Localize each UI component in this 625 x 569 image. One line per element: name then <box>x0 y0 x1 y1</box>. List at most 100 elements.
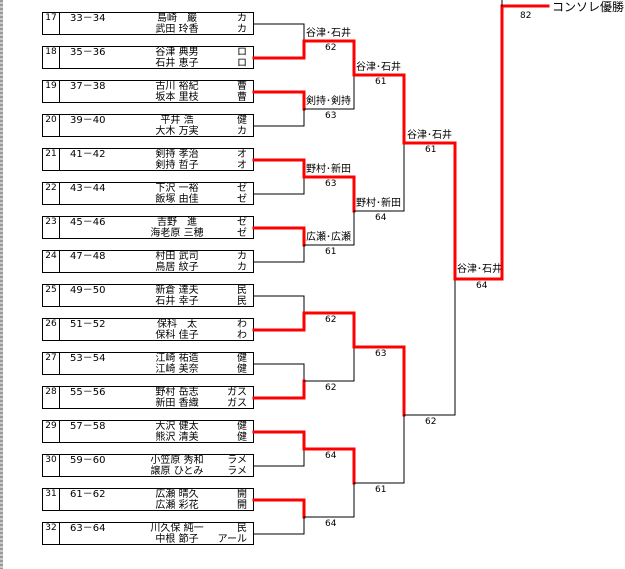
player-1-name: 谷津 典男 <box>155 47 199 58</box>
match-score: 61 <box>325 247 337 257</box>
player-2-name: 保科 佳子 <box>155 330 199 341</box>
entry-range: 43－44 <box>70 183 106 194</box>
player-2-club: ゼ <box>237 194 247 205</box>
player-2-name: 石井 恵子 <box>155 58 199 69</box>
player-1-name: 平井 浩 <box>160 115 194 126</box>
player-2-club: カ <box>237 126 247 137</box>
player-2-name: 広瀬 彩花 <box>155 500 199 511</box>
player-1-name: 新倉 達夫 <box>155 285 199 296</box>
player-2-name: 中根 節子 <box>155 534 199 545</box>
player-1-club: カ <box>237 251 247 262</box>
entry-range: 53－54 <box>70 353 106 364</box>
player-1-club: 健 <box>237 115 247 126</box>
player-1-name: 下沢 一裕 <box>155 183 199 194</box>
player-1-name: 剣持 孝治 <box>155 149 199 160</box>
player-1-club: ロ <box>237 47 247 58</box>
entry-range: 35－36 <box>70 47 106 58</box>
entry-range: 55－56 <box>70 387 106 398</box>
entry-range: 63－64 <box>70 523 106 534</box>
match-score: 61 <box>375 485 387 495</box>
player-2-club: ラメ <box>227 466 247 477</box>
player-2-name: 熊沢 清美 <box>155 432 199 443</box>
champion-label: コンソレ優勝 <box>552 0 625 14</box>
match-score: 63 <box>325 179 337 189</box>
player-2-club: ガス <box>227 398 247 409</box>
entry-number: 28 <box>43 387 60 408</box>
entry-range: 59－60 <box>70 455 106 466</box>
player-2-club: 開 <box>237 500 247 511</box>
player-1-name: 川久保 純一 <box>150 523 204 534</box>
entry-number: 27 <box>43 353 60 374</box>
entry-number: 29 <box>43 421 60 442</box>
player-2-name: 譲原 ひとみ <box>150 466 204 477</box>
entry-number: 20 <box>43 115 60 136</box>
player-1-club: 曹 <box>237 81 247 92</box>
entry-range: 51－52 <box>70 319 106 330</box>
player-1-club: ゼ <box>237 183 247 194</box>
entry-number: 32 <box>43 523 60 544</box>
pair-winner-label: 谷津･石井 <box>306 28 351 39</box>
pair-winner-label: 野村･新田 <box>356 198 401 209</box>
player-1-name: 小笠原 秀和 <box>150 455 204 466</box>
player-1-name: 村田 武司 <box>155 251 199 262</box>
player-1-club: カ <box>237 13 247 24</box>
player-2-name: 剣持 哲子 <box>155 160 199 171</box>
player-1-club: ガス <box>227 387 247 398</box>
pair-winner-label: 剣持･剣持 <box>306 96 351 107</box>
match-score: 64 <box>476 281 488 291</box>
match-score: 64 <box>325 519 337 529</box>
match-score: 62 <box>325 383 337 393</box>
player-2-name: 海老原 三穂 <box>150 228 204 239</box>
player-2-name: 江崎 美奈 <box>155 364 199 375</box>
entry-range: 61－62 <box>70 489 106 500</box>
entry-number: 31 <box>43 489 60 510</box>
player-1-club: ラメ <box>227 455 247 466</box>
match-score: 63 <box>375 349 387 359</box>
player-2-club: 健 <box>237 432 247 443</box>
player-1-name: 保科 太 <box>157 319 197 330</box>
player-1-club: 開 <box>237 489 247 500</box>
entry-range: 57－58 <box>70 421 106 432</box>
player-2-club: アール <box>217 534 247 545</box>
player-1-club: 健 <box>237 353 247 364</box>
match-score: 62 <box>325 43 337 53</box>
match-score: 61 <box>425 145 437 155</box>
entry-number: 25 <box>43 285 60 306</box>
match-score: 61 <box>375 77 387 87</box>
pair-winner-label: 谷津･石井 <box>457 264 502 275</box>
player-2-club: カ <box>237 24 247 35</box>
player-1-name: 古川 裕紀 <box>155 81 199 92</box>
pair-winner-label: 広瀬･広瀬 <box>306 232 351 243</box>
player-2-name: 飯塚 由佳 <box>155 194 199 205</box>
entry-range: 39－40 <box>70 115 106 126</box>
window-left-edge <box>0 0 3 569</box>
player-2-club: ゼ <box>237 228 247 239</box>
pair-winner-label: 谷津･石井 <box>407 130 452 141</box>
player-2-club: オ <box>237 160 247 171</box>
entry-number: 21 <box>43 149 60 170</box>
entry-number: 23 <box>43 217 60 238</box>
match-score: 64 <box>325 451 337 461</box>
entry-number: 26 <box>43 319 60 340</box>
entry-range: 37－38 <box>70 81 106 92</box>
entry-number: 18 <box>43 47 60 68</box>
player-2-club: カ <box>237 262 247 273</box>
entry-number: 22 <box>43 183 60 204</box>
entry-range: 45－46 <box>70 217 106 228</box>
entry-range: 49－50 <box>70 285 106 296</box>
entry-number: 17 <box>43 13 60 34</box>
player-2-name: 大木 万実 <box>155 126 199 137</box>
player-1-name: 江崎 祐造 <box>155 353 199 364</box>
match-score: 62 <box>325 315 337 325</box>
entry-row: 20 39－40 平井 浩 健大木 万実 カ <box>42 114 254 137</box>
